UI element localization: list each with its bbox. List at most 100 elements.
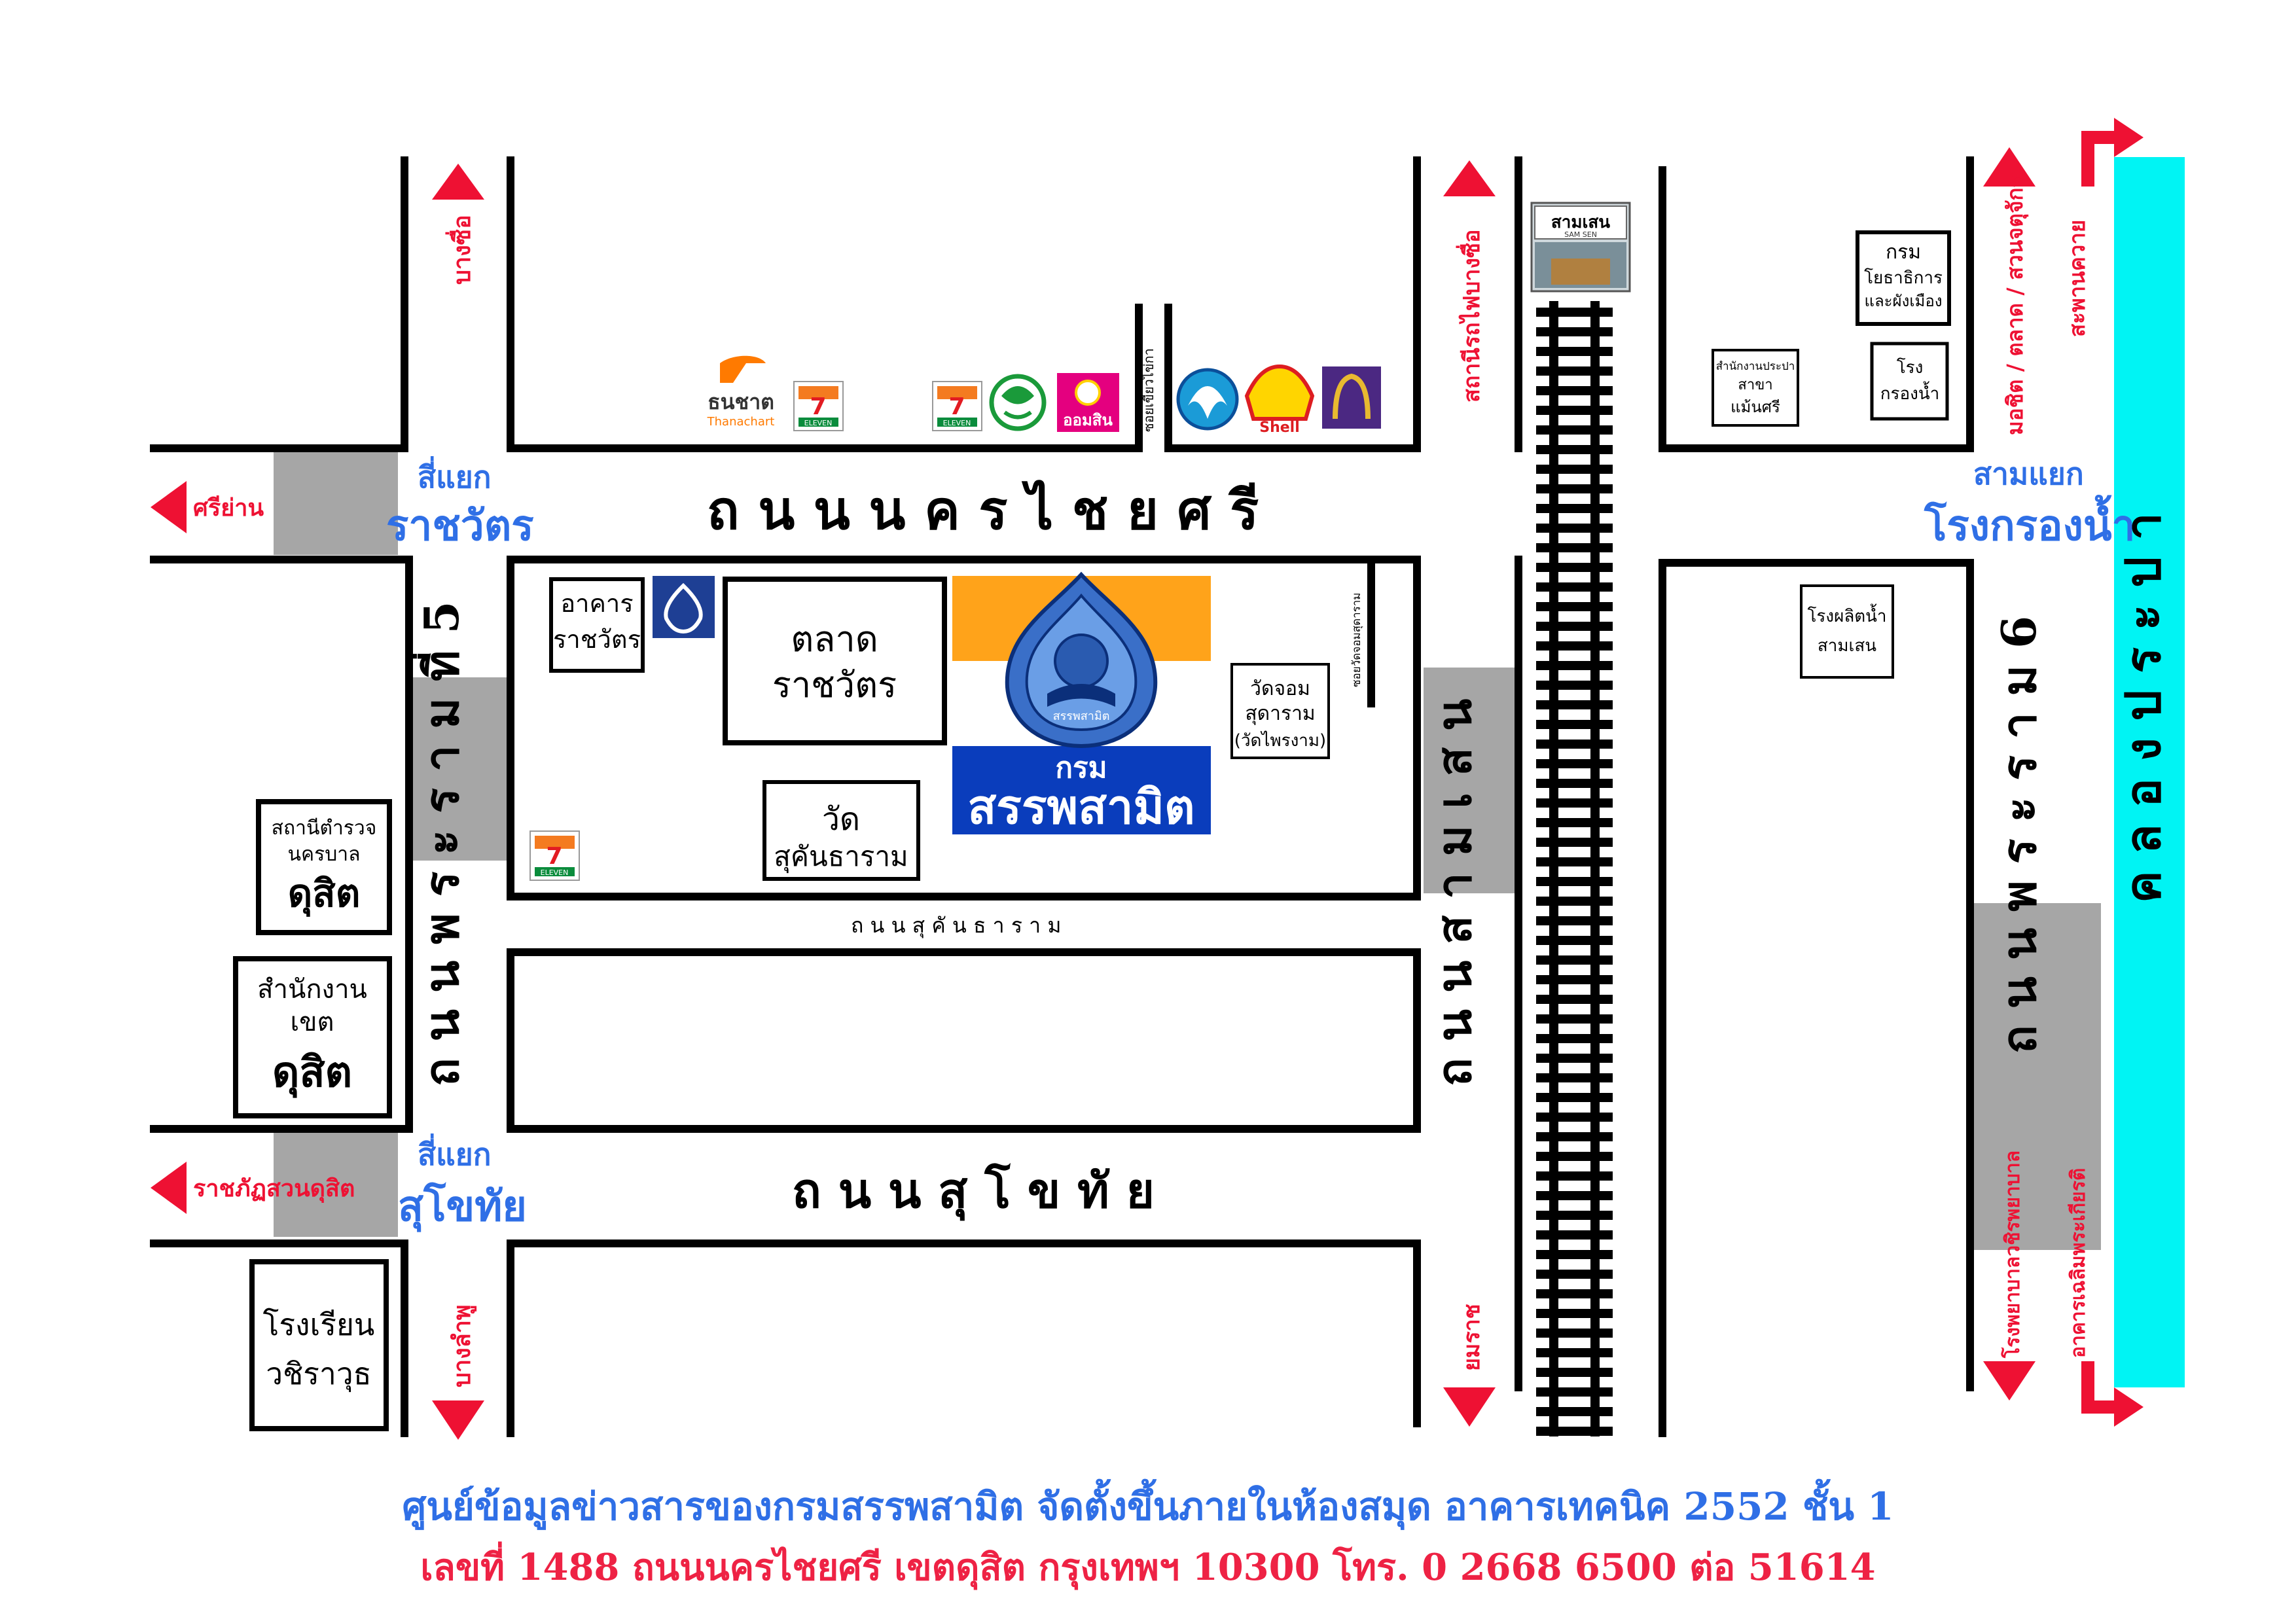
arrow-up-kasetsart bbox=[1983, 147, 2036, 187]
dpt-label-3: และผังเมือง bbox=[1864, 292, 1942, 310]
road-block-excise bbox=[507, 556, 1421, 901]
district-label-2: เขต bbox=[291, 1007, 334, 1037]
rail-tie bbox=[1536, 1132, 1613, 1141]
logos: ธนชาต Thanachart 7 ELEVEN 7 ELEVEN bbox=[529, 355, 1381, 881]
road-rama5: ถ น น พ ร ะ ร า ม ที่ 5 bbox=[408, 601, 469, 1086]
wat-jom-box bbox=[1230, 663, 1330, 759]
wat-jom-label-1: วัดจอม bbox=[1250, 677, 1310, 700]
plant-box bbox=[1870, 342, 1949, 421]
arrow-up-station bbox=[1443, 160, 1496, 196]
wat-jom-label-3: (วัดไพรงาม) bbox=[1234, 730, 1326, 751]
rail-tie bbox=[1536, 366, 1613, 376]
arrow-down-bang-lamphu bbox=[432, 1400, 484, 1440]
rail-tie bbox=[1536, 1152, 1613, 1161]
rail-tie bbox=[1536, 857, 1613, 866]
seal-text: สรรพสามิต bbox=[1053, 709, 1110, 723]
rail-tie bbox=[1536, 936, 1613, 945]
rail-tie bbox=[1536, 1054, 1613, 1063]
railway bbox=[1536, 301, 1613, 1436]
rail-tie bbox=[1536, 1329, 1613, 1338]
road-block-bottom-right bbox=[1659, 559, 1974, 1437]
rail-tie bbox=[1536, 1348, 1613, 1357]
arrow-uturn-bottom bbox=[2081, 1361, 2144, 1427]
road-block-bottom-middle bbox=[507, 1240, 1421, 1437]
plant-label-1: โรง bbox=[1897, 357, 1924, 378]
rail-tie bbox=[1536, 1289, 1613, 1298]
rail-tie bbox=[1536, 1387, 1613, 1397]
dir-yommarat: ยมราช bbox=[1459, 1304, 1485, 1371]
rail-tie bbox=[1536, 1407, 1613, 1416]
dpt-box bbox=[1856, 230, 1951, 326]
seven-eleven-icon-1: 7 ELEVEN bbox=[793, 381, 844, 431]
seven-1-sub: ELEVEN bbox=[804, 419, 833, 427]
arrow-left-rajabhat bbox=[151, 1162, 187, 1214]
road-block-bottom-left bbox=[150, 1240, 408, 1437]
school-label-1: โรงเรียน bbox=[263, 1307, 375, 1342]
gsb-logo-icon: ออมสิน bbox=[1057, 373, 1119, 432]
soi-khiat-label: ซอยเขียวไข่กา bbox=[1141, 348, 1157, 432]
excise-department: สรรพสามิต กรม สรรพสามิต bbox=[952, 571, 1211, 834]
rail-tie bbox=[1536, 975, 1613, 984]
arrow-down-yommarat bbox=[1443, 1387, 1496, 1427]
bbl-logo-icon bbox=[653, 576, 715, 638]
footer-line-2: เลขที่ 1488 ถนนนครไชยศรี เขตดุสิต กรุงเท… bbox=[420, 1546, 1876, 1589]
dir-siyan: ศรีย่าน bbox=[193, 495, 264, 522]
factory-box bbox=[1800, 584, 1894, 679]
intersection-rachawat bbox=[274, 452, 398, 555]
rail-tie bbox=[1536, 1073, 1613, 1082]
seven-2-num: 7 bbox=[948, 393, 965, 420]
arkhan-rachawat-box bbox=[549, 577, 645, 673]
sukhothai-label-2: สุโขทัย bbox=[398, 1181, 527, 1232]
rail-tie bbox=[1536, 877, 1613, 886]
road-nakhon-chaisi: ถ น น น ค ร ไ ช ย ศ รี bbox=[707, 479, 1259, 542]
wat-jom-label-2: สุดาราม bbox=[1245, 702, 1315, 726]
intersection-sukhothai bbox=[274, 1132, 398, 1237]
rail-tie bbox=[1536, 720, 1613, 729]
direction-arrows bbox=[151, 118, 2144, 1440]
wat-sukhan-box bbox=[762, 780, 920, 881]
excise-seal-icon: สรรพสามิต bbox=[1005, 571, 1158, 749]
shell-logo-icon: Shell bbox=[1244, 364, 1315, 436]
branch-box bbox=[1712, 349, 1799, 427]
road-labels: ถ น น น ค ร ไ ช ย ศ รี ถ น น สุ โ ข ทั ย… bbox=[408, 348, 2172, 1221]
rail-tie bbox=[1536, 465, 1613, 474]
dir-bang-sue-station: สถานีรถไฟบางซื่อ bbox=[1456, 230, 1485, 402]
rail-tie bbox=[1536, 1230, 1613, 1240]
station-name: สามเสน bbox=[1551, 213, 1610, 232]
factory-label-1: โรงผลิตน้ำ bbox=[1807, 603, 1886, 626]
rail-tie bbox=[1536, 563, 1613, 572]
road-outlines bbox=[150, 156, 1974, 1437]
arrow-up-bang-sue bbox=[432, 164, 484, 200]
wat-sukhan-label-1: วัด bbox=[822, 801, 860, 838]
police-label-2: นครบาล bbox=[288, 843, 361, 866]
rail-tie bbox=[1536, 347, 1613, 356]
excise-label-1: กรม bbox=[1055, 751, 1107, 785]
rail-tie bbox=[1536, 641, 1613, 651]
rail-tie bbox=[1536, 445, 1613, 454]
road-block-sukhan bbox=[507, 948, 1421, 1133]
rail-tie bbox=[1536, 1014, 1613, 1024]
rail-tie bbox=[1536, 504, 1613, 513]
rail-tie bbox=[1536, 602, 1613, 611]
krungthai-logo-icon bbox=[1176, 368, 1239, 431]
rail-tie bbox=[1536, 1250, 1613, 1259]
rail-tie bbox=[1536, 779, 1613, 788]
arrow-down-hospital bbox=[1983, 1361, 2036, 1400]
rongkrong-label-1: สามแยก bbox=[1973, 456, 2084, 491]
soi-wat-jom-label: ซอยวัดจอมสุดาราม bbox=[1350, 592, 1363, 687]
rail-tie bbox=[1536, 622, 1613, 631]
rail-tie bbox=[1536, 1270, 1613, 1279]
rail-tie bbox=[1536, 916, 1613, 925]
police-box bbox=[256, 799, 392, 935]
rail-tie bbox=[1536, 798, 1613, 808]
rachawat-label-2: ราชวัตร bbox=[386, 502, 534, 550]
seven-3-sub: ELEVEN bbox=[541, 868, 569, 877]
market-box bbox=[723, 577, 947, 745]
police-label-1: สถานีตำรวจ bbox=[272, 817, 377, 840]
rail-tie bbox=[1536, 1211, 1613, 1220]
rail-tie bbox=[1536, 1171, 1613, 1181]
rail-tie bbox=[1536, 759, 1613, 768]
rail-tie bbox=[1536, 524, 1613, 533]
seven-eleven-icon-2: 7 ELEVEN bbox=[932, 381, 982, 431]
rail-tie bbox=[1536, 386, 1613, 395]
